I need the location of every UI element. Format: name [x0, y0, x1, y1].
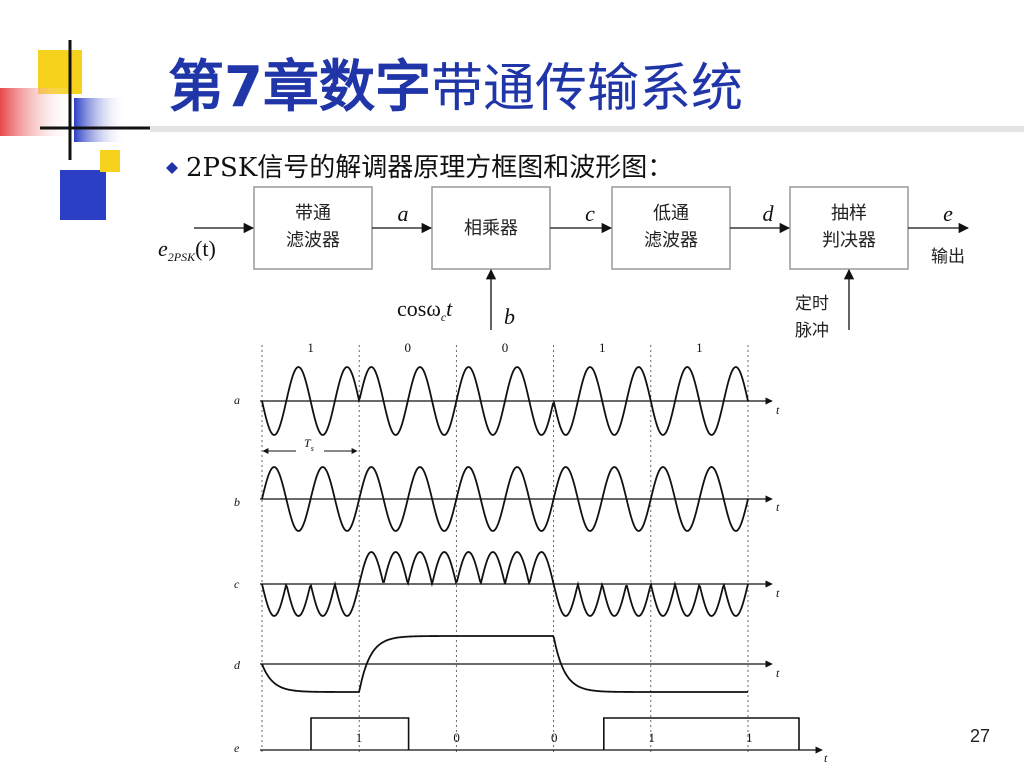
timing-label-line2: 脉冲 [795, 321, 829, 341]
page-number: 27 [970, 726, 990, 746]
block-lowpass-filter [611, 186, 731, 270]
signal-label-a: a [398, 201, 409, 226]
waveform-diagram: 1 0 0 1 1 a b c d e t t t t t Ts 1 0 0 1 1 [234, 340, 828, 765]
period-label-main: T [304, 436, 312, 450]
signal-label-e: e [943, 201, 953, 226]
carrier-label-t: t [446, 296, 453, 321]
row-label-c: c [234, 577, 240, 591]
block-4-line1: 抽样 [831, 203, 867, 224]
waveform-a [261, 366, 749, 436]
block-diagram: 带通 滤波器 相乘器 低通 滤波器 抽样 判决器 a c d e e2PSK(t… [158, 186, 970, 341]
page-title: 第7章数字带通传输系统 [168, 55, 743, 120]
bit-label: 1 [307, 340, 314, 355]
deco-square-yellow-small [100, 150, 120, 172]
signal-label-d: d [763, 201, 775, 226]
row-label-e: e [234, 741, 240, 755]
deco-square-blue [60, 170, 106, 220]
bit-label: 0 [502, 340, 509, 355]
axis-label-t-c: t [776, 586, 780, 600]
block-2-line1: 相乘器 [464, 218, 518, 239]
output-label: 输出 [931, 247, 965, 267]
carrier-label: cosωct [397, 296, 453, 324]
waveform-e [310, 717, 800, 750]
waveform-b [261, 466, 749, 532]
row-label-b: b [234, 495, 240, 509]
block-1-line2: 滤波器 [286, 230, 340, 251]
block-4-line2: 判决器 [822, 230, 876, 251]
bit-label: 1 [696, 340, 703, 355]
period-label: Ts [304, 436, 314, 453]
input-label-sub: 2PSK [168, 250, 196, 264]
block-3-line1: 低通 [653, 203, 689, 224]
axis-label-t-e: t [824, 751, 828, 765]
bit-labels: 1 0 0 1 1 [307, 340, 702, 355]
deco-square-yellow [38, 50, 82, 94]
decided-bit-label: 1 [356, 730, 363, 745]
block-sampler-decider [789, 186, 909, 270]
row-label-d: d [234, 658, 241, 672]
timing-label-line1: 定时 [795, 294, 829, 314]
decided-bit-label: 1 [746, 730, 753, 745]
row-labels: a b c d e [234, 393, 241, 755]
corner-decoration [0, 40, 1024, 220]
block-1-line1: 带通 [295, 203, 331, 224]
period-label-sub: s [311, 444, 314, 453]
row-label-a: a [234, 393, 240, 407]
carrier-signal-label: b [504, 304, 515, 329]
decided-bit-label: 1 [649, 730, 656, 745]
bullet-diamond-icon [166, 162, 178, 174]
waveform-c [261, 551, 749, 617]
decided-bit-label: 0 [453, 730, 460, 745]
input-label-main: e [158, 236, 168, 261]
deco-square-blue-fade [74, 98, 126, 142]
page-title-light: 带通传输系统 [431, 59, 743, 119]
axis-label-t-d: t [776, 666, 780, 680]
decided-bit-labels: 1 0 0 1 1 [356, 730, 753, 745]
carrier-label-main: cosω [397, 296, 441, 321]
block-bandpass-filter [253, 186, 373, 270]
carrier-label-sub: c [441, 310, 447, 324]
input-label-arg: (t) [195, 236, 216, 261]
bit-label: 0 [405, 340, 412, 355]
block-3-line2: 滤波器 [644, 230, 698, 251]
waveform-d [261, 635, 748, 693]
signal-label-c: c [585, 201, 595, 226]
title-underline [150, 126, 1024, 132]
axis-label-t-b: t [776, 500, 780, 514]
page-title-bold: 第7章数字 [168, 55, 431, 120]
input-signal-label: e2PSK(t) [158, 236, 216, 264]
axis-label-t-a: t [776, 403, 780, 417]
bullet-text: 2PSK信号的解调器原理方框图和波形图： [186, 153, 673, 183]
bit-label: 1 [599, 340, 606, 355]
decided-bit-label: 0 [551, 730, 558, 745]
bit-dividers [261, 345, 749, 752]
